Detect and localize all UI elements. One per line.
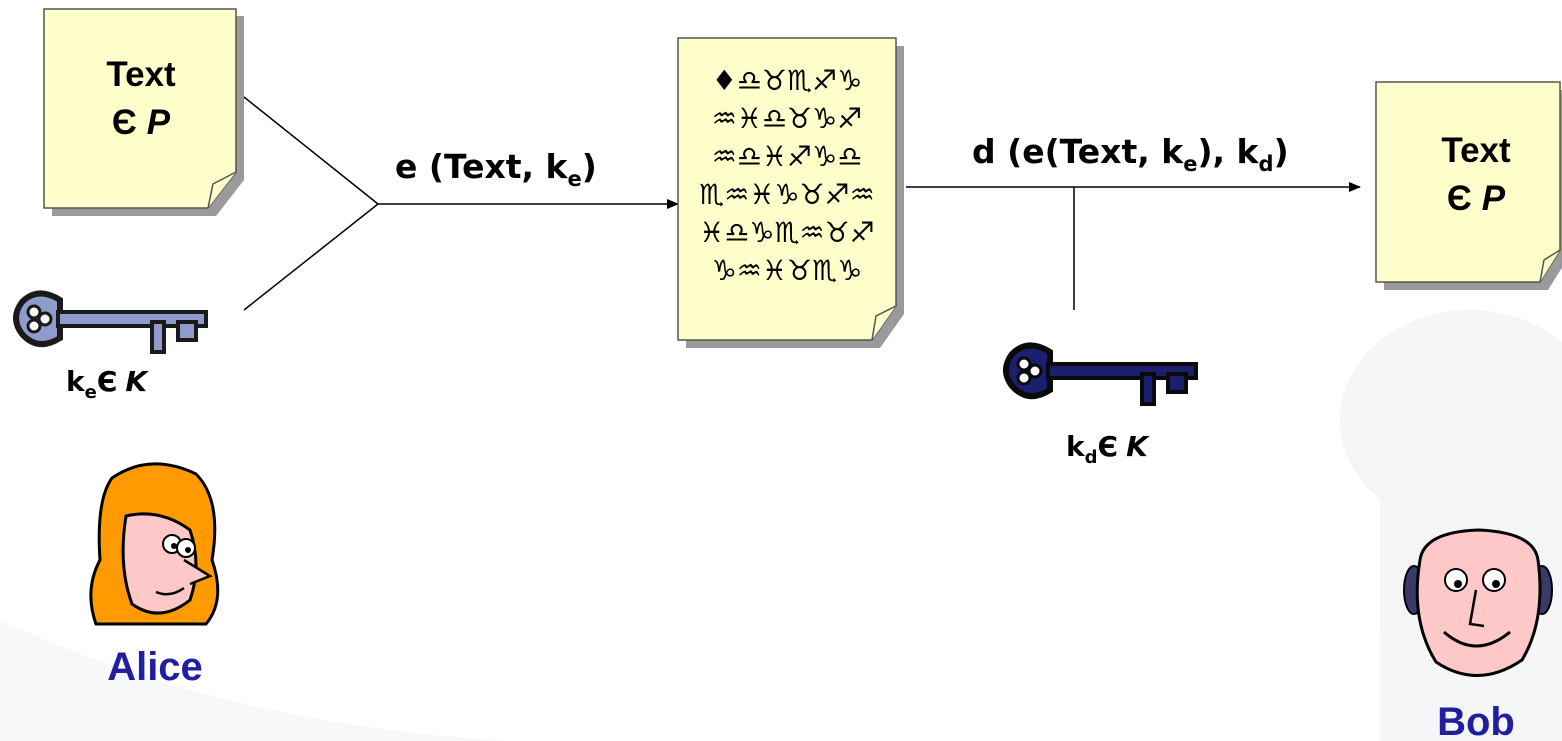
encryption-label: e (Text, ke) <box>395 147 597 191</box>
decryption-path <box>906 182 1361 310</box>
document-fold <box>1539 249 1561 283</box>
decryption-key-icon <box>1003 342 1198 406</box>
ciphertext-line: ♏♒♓♑♉♐♒ <box>699 178 875 211</box>
document-fold <box>207 171 237 209</box>
document-paper <box>43 8 237 209</box>
ciphertext-line: ♓♎♑♏♒♉♐ <box>699 216 875 249</box>
bob-avatar <box>1403 528 1553 677</box>
alice-name: Alice <box>107 645 203 689</box>
document-fold <box>871 305 897 341</box>
alice-avatar <box>89 462 220 626</box>
background-silhouette <box>0 310 1562 741</box>
ciphertext-lines: ♦♎♉♏♐♑ ♒♓♎♉♑♐ ♒♎♓♐♑♎ ♏♒♓♑♉♐♒ ♓♎♑♏♒♉♐ ♑♒♓♉♏♑ <box>699 64 875 287</box>
bob-face <box>1415 528 1542 677</box>
encryption-key-icon <box>13 290 208 354</box>
plaintext-word: Text <box>1441 131 1511 170</box>
decryption-label: d (e(Text, ke), kd) <box>972 132 1289 176</box>
plaintext-word: Text <box>106 55 176 94</box>
ciphertext-line: ♑♒♓♉♏♑ <box>712 254 863 287</box>
bob-name: Bob <box>1437 700 1515 741</box>
ciphertext-line: ♒♎♓♐♑♎ <box>712 140 863 173</box>
ciphertext-line: ♦♎♉♏♐♑ <box>712 64 863 97</box>
ciphertext-line: ♒♓♎♉♑♐ <box>712 102 863 135</box>
encryption-inputs <box>243 96 679 311</box>
ciphertext-document: ♦♎♉♏♐♑ ♒♓♎♉♑♐ ♒♎♓♐♑♎ ♏♒♓♑♉♐♒ ♓♎♑♏♒♉♐ ♑♒♓♉♏♑ <box>677 37 904 348</box>
